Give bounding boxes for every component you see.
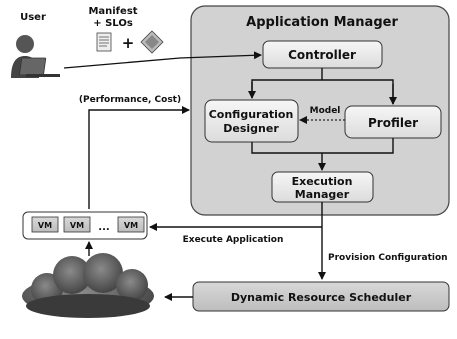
cloud-icon [22,253,154,318]
manifest-label-line2: + SLOs [93,18,133,29]
slo-certificate-icon [140,30,164,54]
profiler-label: Profiler [368,116,418,130]
performance-cost-arrow [88,106,190,209]
vm-label-2: VM [70,221,84,230]
manifest-document-icon [96,32,112,52]
manifest-label-line1: Manifest [88,6,137,17]
application-manager-title: Application Manager [246,15,398,30]
user-icon [11,35,60,78]
controller-label: Controller [288,48,356,62]
vm-box-1 [31,216,59,233]
model-label: Model [310,106,341,116]
user-label: User [20,12,46,23]
execute-application-label: Execute Application [183,235,284,245]
vm-box-3 [117,216,145,233]
execution-manager-label-line1: Execution [292,175,353,188]
execution-manager-label-line2: Manager [295,188,350,201]
provision-configuration-label: Provision Configuration [328,253,448,263]
user-to-controller-arrow [63,51,262,69]
dynamic-resource-scheduler-label: Dynamic Resource Scheduler [231,291,412,304]
performance-cost-label: (Performance, Cost) [79,95,181,105]
configuration-designer-label-line1: Configuration [209,108,294,121]
configuration-designer-box [204,99,299,143]
plus-sign: + [122,34,135,52]
vm-box-2 [63,216,91,233]
vm-label-3: VM [124,221,138,230]
vm-label-1: VM [38,221,52,230]
vm-ellipsis: ... [98,222,109,233]
configuration-designer-label-line2: Designer [223,122,279,135]
